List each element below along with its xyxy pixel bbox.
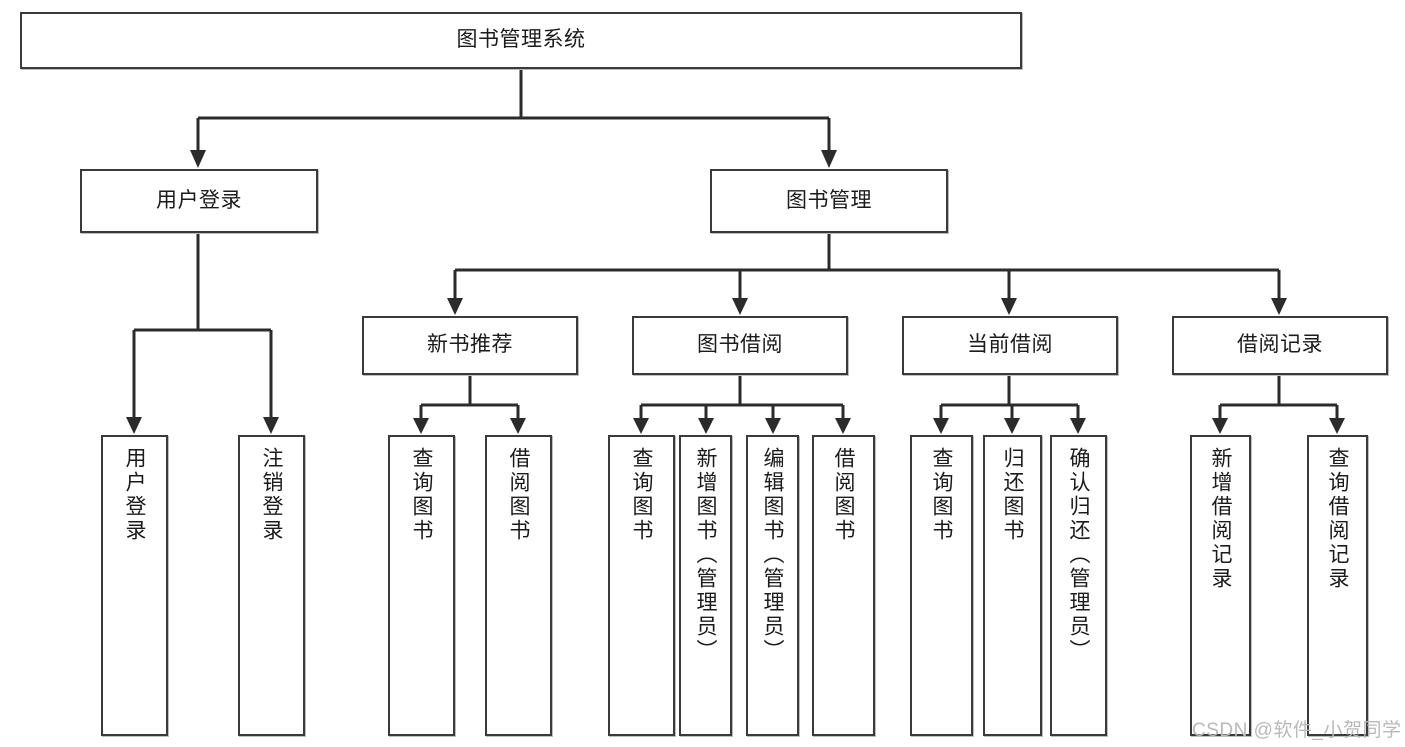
node-leaf-add-borrow-record-label: 新增借阅记录	[1209, 447, 1232, 591]
node-book-borrow[interactable]: 图书借阅	[632, 316, 848, 375]
node-borrow-record[interactable]: 借阅记录	[1172, 316, 1388, 375]
node-book-manage[interactable]: 图书管理	[710, 169, 948, 233]
node-leaf-borrow-book-2[interactable]: 借阅图书	[812, 435, 875, 736]
node-leaf-add-book-admin[interactable]: 新增图书（管理员）	[679, 435, 732, 736]
node-book-borrow-label: 图书借阅	[697, 333, 783, 357]
node-book-manage-label: 图书管理	[786, 188, 872, 212]
node-leaf-query-book-1-label: 查询图书	[410, 447, 433, 543]
node-new-book-recommend[interactable]: 新书推荐	[362, 316, 578, 375]
node-leaf-borrow-book-1-label: 借阅图书	[507, 447, 530, 543]
csdn-watermark: CSDN @软件_小贺同学	[1192, 720, 1402, 741]
node-leaf-edit-book-admin[interactable]: 编辑图书（管理员）	[746, 435, 799, 736]
node-leaf-return-book-label: 归还图书	[1001, 447, 1024, 543]
node-leaf-user-login[interactable]: 用户登录	[101, 435, 168, 736]
node-root-label: 图书管理系统	[456, 28, 586, 52]
node-leaf-edit-book-admin-label: 编辑图书（管理员）	[761, 447, 784, 663]
node-user-login-label: 用户登录	[156, 188, 242, 212]
node-leaf-borrow-book-2-label: 借阅图书	[832, 447, 855, 543]
node-leaf-return-book[interactable]: 归还图书	[983, 435, 1042, 736]
node-leaf-query-book-2-label: 查询图书	[630, 447, 653, 543]
node-leaf-logout-login[interactable]: 注销登录	[238, 435, 305, 736]
node-current-borrow[interactable]: 当前借阅	[902, 316, 1118, 375]
node-leaf-logout-login-label: 注销登录	[260, 447, 283, 543]
node-user-login[interactable]: 用户登录	[80, 169, 318, 233]
node-leaf-add-borrow-record[interactable]: 新增借阅记录	[1190, 435, 1251, 736]
node-borrow-record-label: 借阅记录	[1237, 333, 1323, 357]
node-leaf-borrow-book-1[interactable]: 借阅图书	[485, 435, 552, 736]
node-leaf-query-borrow-record[interactable]: 查询借阅记录	[1307, 435, 1368, 736]
node-root[interactable]: 图书管理系统	[20, 12, 1022, 69]
node-leaf-query-book-1[interactable]: 查询图书	[388, 435, 455, 736]
node-leaf-user-login-label: 用户登录	[123, 447, 146, 543]
node-new-book-recommend-label: 新书推荐	[427, 333, 513, 357]
node-leaf-query-borrow-record-label: 查询借阅记录	[1326, 447, 1349, 591]
node-leaf-confirm-return-admin-label: 确认归还（管理员）	[1067, 447, 1090, 663]
node-leaf-add-book-admin-label: 新增图书（管理员）	[694, 447, 717, 663]
node-current-borrow-label: 当前借阅	[967, 333, 1053, 357]
node-leaf-confirm-return-admin[interactable]: 确认归还（管理员）	[1050, 435, 1107, 736]
node-leaf-query-book-3-label: 查询图书	[930, 447, 953, 543]
node-leaf-query-book-2[interactable]: 查询图书	[608, 435, 675, 736]
node-leaf-query-book-3[interactable]: 查询图书	[910, 435, 973, 736]
